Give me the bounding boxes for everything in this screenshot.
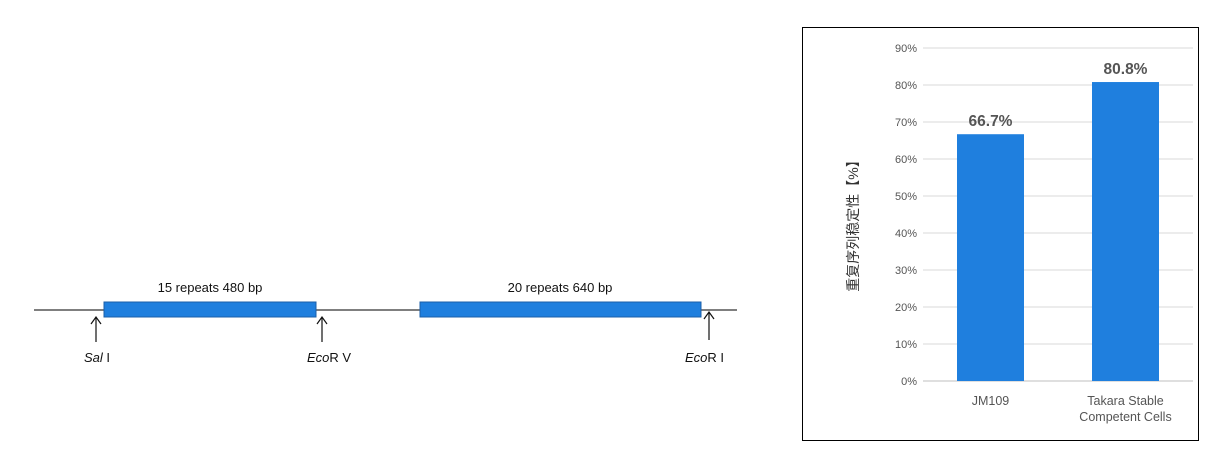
segment-label-15-repeats: 15 repeats 480 bp [158, 280, 263, 295]
bar-2 [1092, 82, 1159, 381]
bar-1 [957, 134, 1024, 381]
y-tick-label: 70% [895, 117, 917, 129]
repeat-block-20 [419, 301, 702, 318]
site-label-ecor-i: EcoR I [685, 350, 724, 365]
y-tick-label: 60% [895, 154, 917, 166]
site-label-sal-i: Sal I [84, 350, 110, 365]
y-tick-label: 0% [901, 376, 917, 388]
data-label-2: 80.8% [1104, 61, 1148, 78]
category-label-1: JM109 [972, 394, 1010, 408]
repeat-structure-diagram: 15 repeats 480 bp 20 repeats 640 bp Sal … [34, 280, 737, 365]
repeat-block-15 [103, 301, 317, 318]
chart-frame: 0% 10% 20% 30% 40% 50% 60% 70% 80% 90% 66.7% 80.8%… [802, 27, 1199, 441]
y-tick-label: 20% [895, 302, 917, 314]
y-tick-label: 30% [895, 265, 917, 277]
y-tick-label: 90% [895, 43, 917, 55]
y-tick-label: 80% [895, 80, 917, 92]
y-tick-labels: 0% 10% 20% 30% 40% 50% 60% 70% 80% 90% [895, 43, 917, 388]
data-label-1: 66.7% [969, 113, 1013, 130]
data-labels: 66.7% 80.8% [969, 61, 1148, 130]
site-label-ecor-v: EcoR V [307, 350, 351, 365]
y-tick-label: 10% [895, 339, 917, 351]
arrow-icon-ecor-v [316, 315, 328, 342]
stability-bar-chart: 0% 10% 20% 30% 40% 50% 60% 70% 80% 90% 66.7% 80.8%… [845, 43, 1193, 424]
y-tick-label: 50% [895, 191, 917, 203]
bars [957, 82, 1159, 381]
segment-label-20-repeats: 20 repeats 640 bp [508, 280, 613, 295]
arrow-icon-sal-i [90, 315, 102, 342]
y-tick-label: 40% [895, 228, 917, 240]
arrow-icon-ecor-i [703, 310, 715, 340]
y-axis-title: 重复序列稳定性【%】 [845, 153, 861, 291]
